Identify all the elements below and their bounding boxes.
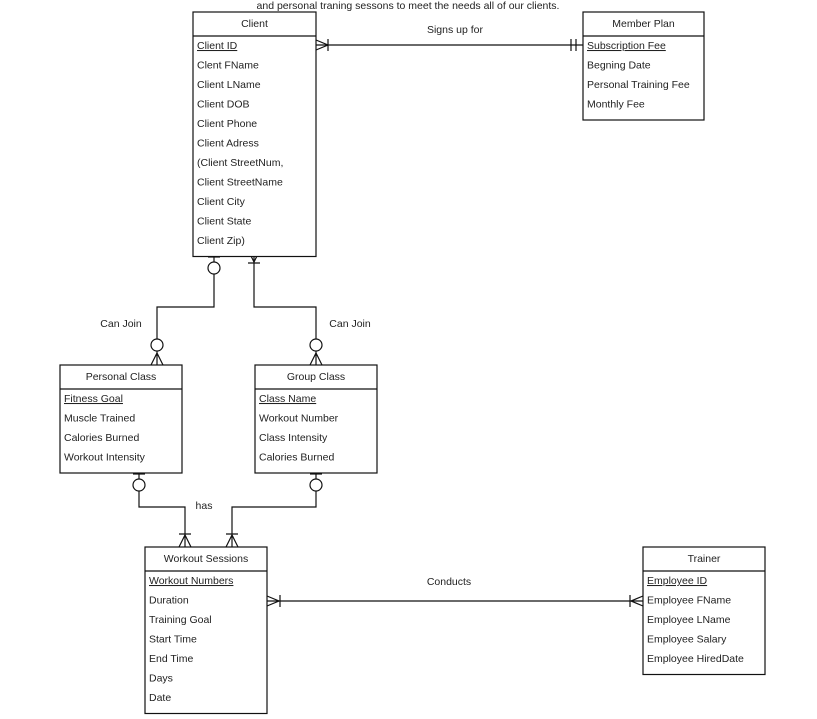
attribute: End Time xyxy=(149,653,194,665)
attribute: Days xyxy=(149,673,173,685)
attribute: Calories Burned xyxy=(259,452,334,464)
entity-box xyxy=(192,11,317,258)
attribute: Duration xyxy=(149,595,189,607)
attribute: Workout Number xyxy=(259,413,339,425)
attribute: Personal Training Fee xyxy=(587,79,690,91)
relationship-can-join-group: Can Join xyxy=(247,249,371,366)
attribute: Employee FName xyxy=(647,595,731,607)
attribute: Client Phone xyxy=(197,118,257,130)
attribute: Workout Intensity xyxy=(64,452,146,464)
relationship-label: Can Join xyxy=(100,318,142,330)
attribute: Client LName xyxy=(197,79,261,91)
attribute: Date xyxy=(149,692,171,704)
entity-title: Workout Sessions xyxy=(164,553,248,565)
relationship-can-join-personal: Can Join xyxy=(100,250,221,366)
relationship-has: has xyxy=(132,467,323,548)
attribute: Employee HiredDate xyxy=(647,653,744,665)
primary-key: Class Name xyxy=(259,393,316,405)
attribute: Begning Date xyxy=(587,60,651,72)
relationship-label: Conducts xyxy=(427,576,471,588)
attribute: Client State xyxy=(197,216,251,228)
entity-title: Member Plan xyxy=(612,18,675,30)
primary-key: Client ID xyxy=(197,40,238,52)
entity-box xyxy=(59,364,183,474)
relationship-conducts: Conducts xyxy=(266,576,644,607)
entity-box xyxy=(582,11,705,121)
relationship-label: has xyxy=(196,500,213,512)
entity-box xyxy=(144,546,268,715)
attribute: Client Zip) xyxy=(197,235,245,247)
attribute: (Client StreetNum, xyxy=(197,157,283,169)
entity-title: Group Class xyxy=(287,371,345,383)
entity-title: Client xyxy=(241,18,268,30)
attribute: Client StreetName xyxy=(197,177,283,189)
entity-title: Personal Class xyxy=(86,371,157,383)
primary-key: Fitness Goal xyxy=(64,393,123,405)
attribute: Client DOB xyxy=(197,99,250,111)
attribute: Start Time xyxy=(149,634,197,646)
attribute: Employee Salary xyxy=(647,634,727,646)
attribute: Clent FName xyxy=(197,60,259,72)
attribute: Employee LName xyxy=(647,614,731,626)
attribute: Training Goal xyxy=(149,614,212,626)
primary-key: Subscription Fee xyxy=(587,40,666,52)
attribute: Calories Burned xyxy=(64,432,139,444)
attribute: Muscle Trained xyxy=(64,413,135,425)
entity-box xyxy=(254,364,378,474)
primary-key: Workout Numbers xyxy=(149,575,233,587)
attribute: Client Adress xyxy=(197,138,259,150)
attribute: Class Intensity xyxy=(259,432,328,444)
relationship-label: Can Join xyxy=(329,318,371,330)
entity-box xyxy=(642,546,766,676)
attribute: Monthly Fee xyxy=(587,99,645,111)
relationship-signs-up-for: Signs up for xyxy=(315,24,583,51)
primary-key: Employee ID xyxy=(647,575,708,587)
relationship-label: Signs up for xyxy=(427,24,484,36)
entity-title: Trainer xyxy=(688,553,721,565)
caption: and personal traning sessons to meet the… xyxy=(257,0,560,12)
attribute: Client City xyxy=(197,196,246,208)
